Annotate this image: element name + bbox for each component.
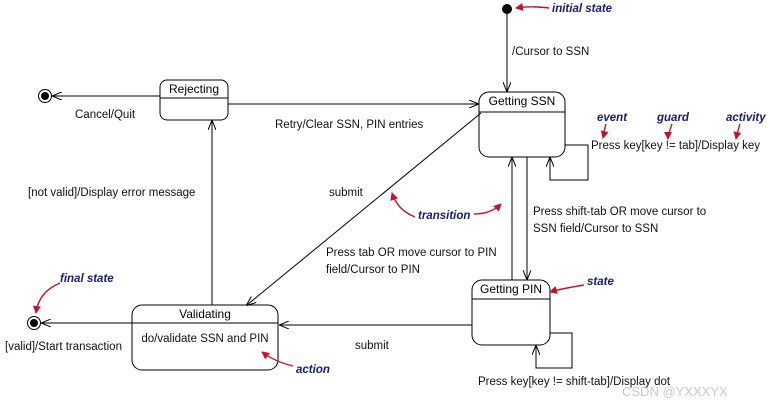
initial-state-dot (502, 4, 512, 14)
annot-guard: guard (656, 112, 690, 124)
final-state-top (38, 89, 52, 103)
state-rejecting-label: Rejecting (169, 82, 219, 96)
annot-action: action (296, 364, 330, 376)
annot-arrow-action (261, 351, 294, 367)
annot-final-state: final state (60, 273, 114, 285)
annot-state: state (587, 276, 614, 288)
label-pin-to-ssn-1: Press shift-tab OR move cursor to (533, 206, 706, 218)
annot-activity: activity (726, 112, 766, 124)
state-validating-activity: do/validate SSN and PIN (141, 333, 268, 345)
edge-ssn-to-validate (247, 112, 482, 305)
state-getting-pin: Getting PIN (471, 279, 551, 346)
final-state-bottom (27, 316, 41, 330)
annot-event: event (597, 112, 628, 124)
label-ssn-self: Press key[key != tab]/Display key (591, 140, 760, 152)
state-getting-ssn: Getting SSN (478, 91, 566, 158)
label-pin-self: Press key[key != shift-tab]/Display dot (478, 376, 671, 388)
state-getting-pin-label: Getting PIN (480, 282, 542, 296)
annot-arrow-transition-left (390, 192, 416, 218)
state-rejecting: Rejecting (159, 79, 229, 121)
edge-ssn-self-loop (550, 144, 589, 181)
annot-transition: transition (418, 210, 470, 222)
annot-arrow-transition-right (473, 203, 502, 215)
label-ssn-to-pin-2: field/Cursor to PIN (326, 264, 420, 276)
label-pin-to-validate: submit (355, 340, 390, 352)
annot-initial-state: initial state (552, 3, 613, 15)
annot-arrow-initial (515, 3, 550, 11)
annot-arrow-activity (733, 123, 742, 140)
state-getting-ssn-label: Getting SSN (489, 94, 556, 108)
label-reject-to-final: Cancel/Quit (75, 109, 136, 121)
state-validating-label: Validating (179, 307, 231, 321)
label-validate-to-final: [valid]/Start transaction (5, 341, 122, 353)
annot-arrow-state (549, 284, 585, 294)
label-validate-to-reject: [not valid]/Display error message (28, 187, 195, 199)
state-validating: Validating do/validate SSN and PIN (131, 304, 279, 371)
edge-pin-self-loop (536, 332, 573, 369)
watermark-text: CSDN @YXXXYX (622, 384, 728, 399)
label-ssn-to-pin-1: Press tab OR move cursor to PIN (326, 247, 497, 259)
annot-arrow-event (600, 123, 609, 139)
label-pin-to-ssn-2: SSN field/Cursor to SSN (533, 223, 658, 235)
label-initial-to-ssn: /Cursor to SSN (512, 46, 589, 58)
annot-arrow-guard (664, 123, 673, 140)
label-reject-to-ssn: Retry/Clear SSN, PIN entries (275, 119, 424, 131)
annot-arrow-final (32, 282, 61, 314)
label-ssn-to-validate: submit (329, 187, 364, 199)
